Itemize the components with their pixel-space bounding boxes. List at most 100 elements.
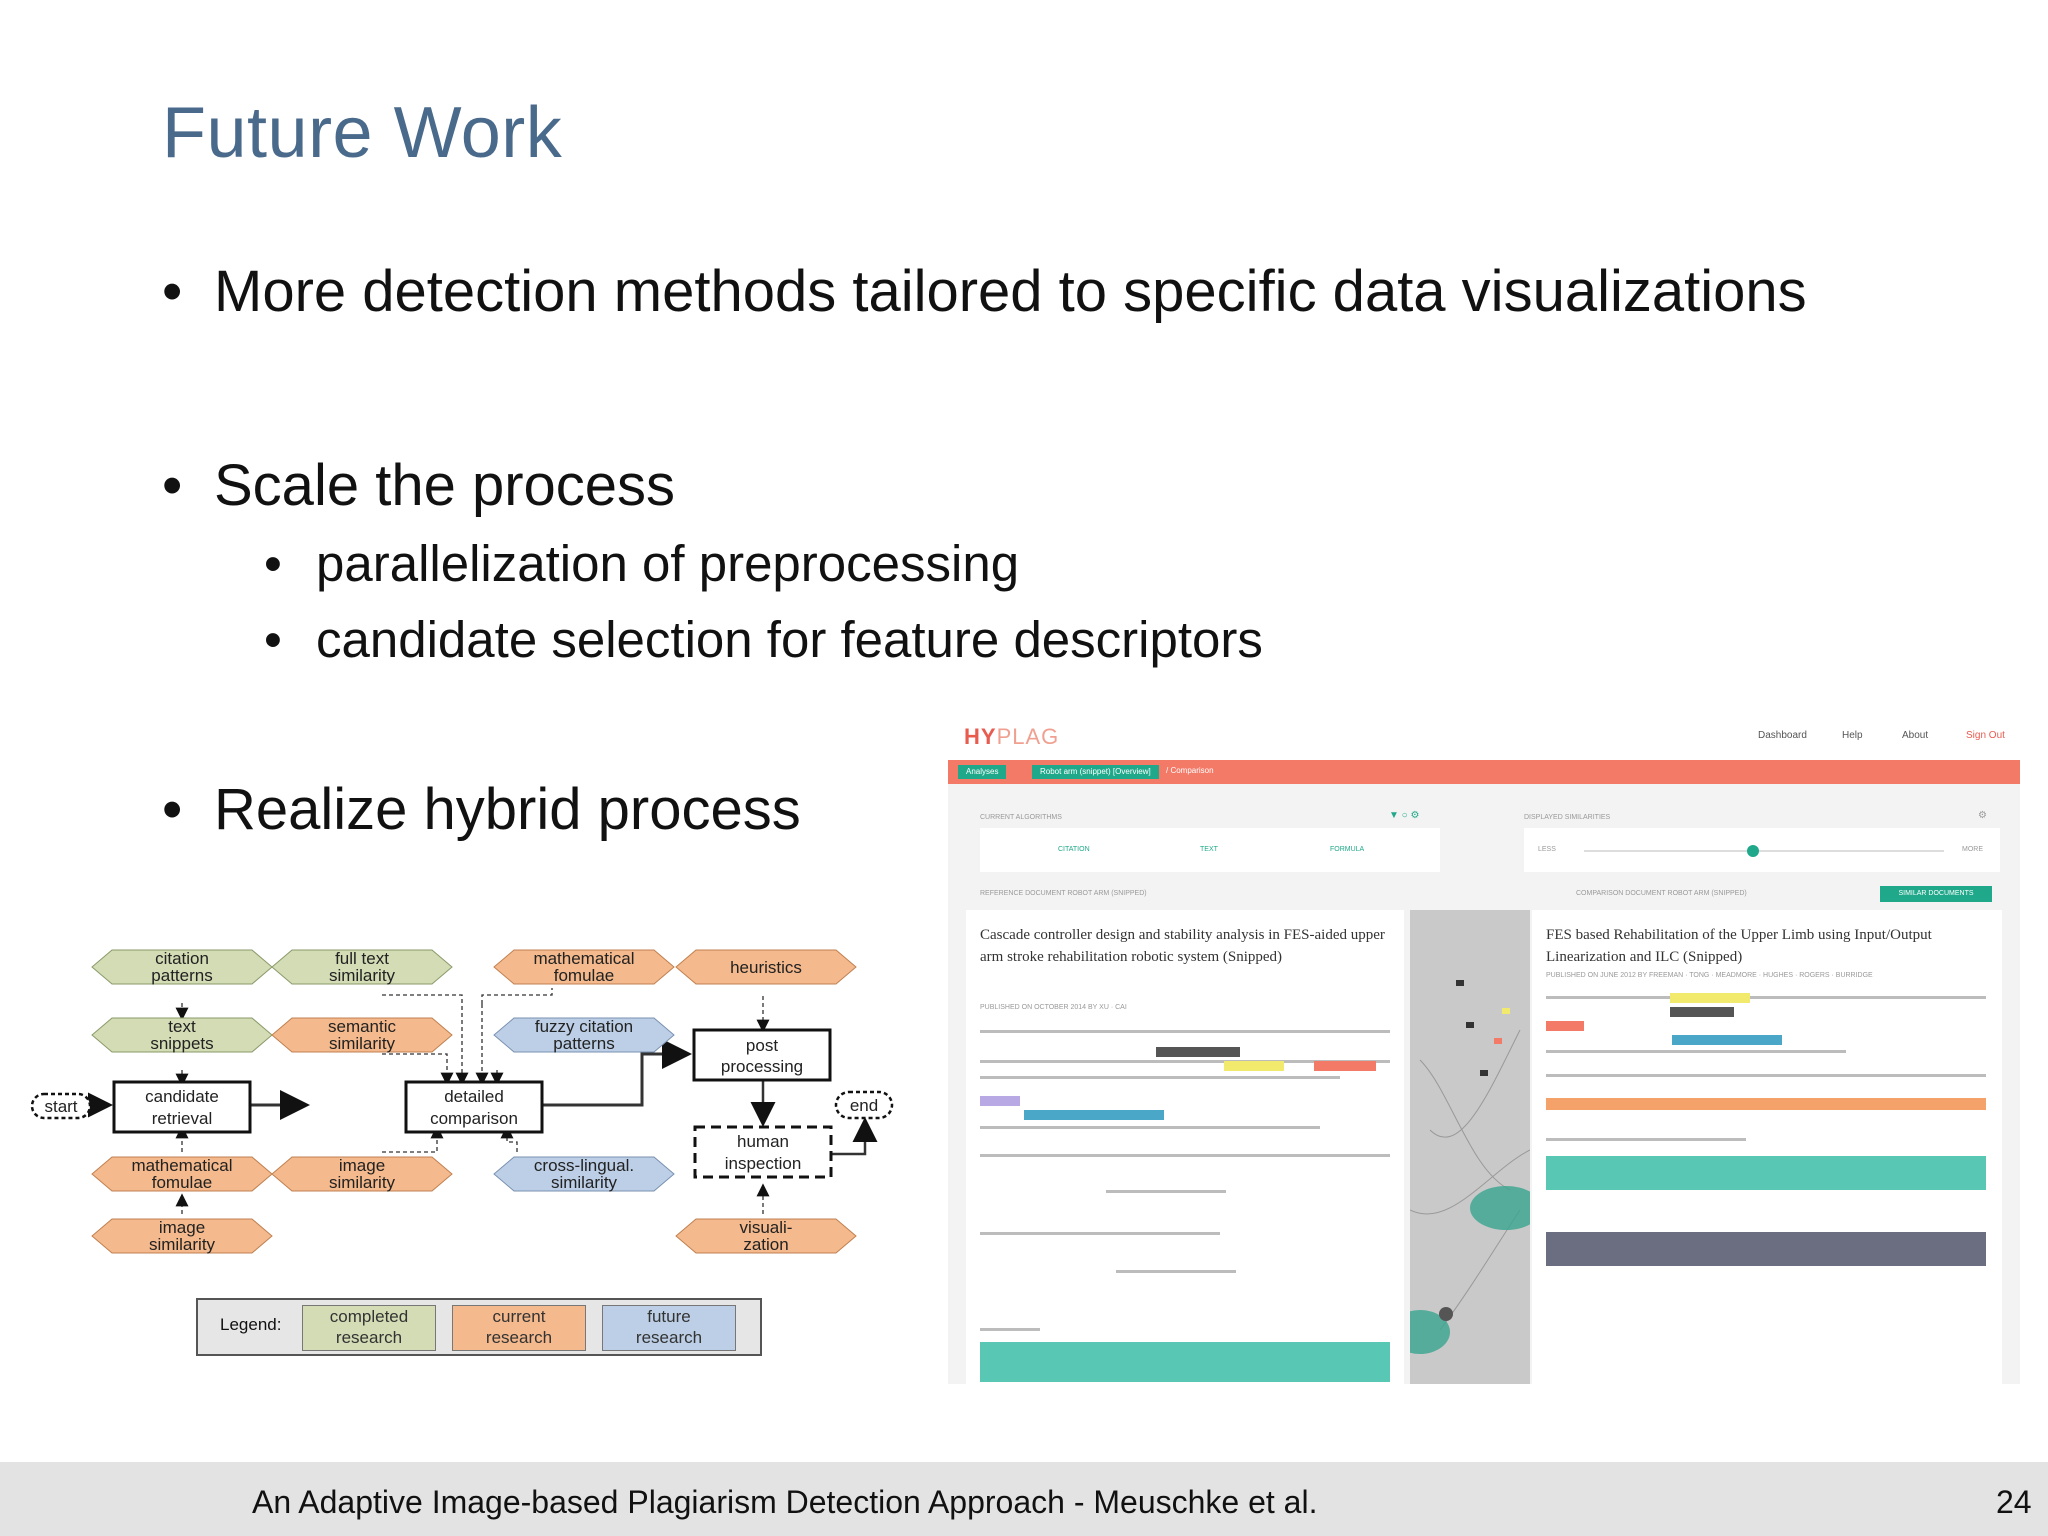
reference-document-title: Cascade controller design and stability … — [980, 927, 1385, 965]
svg-text:cross-lingual.: cross-lingual. — [534, 1156, 634, 1175]
highlight-formula — [1670, 1007, 1734, 1017]
node-detailed-comparison: detailed comparison — [404, 1080, 544, 1134]
highlight-text — [1670, 993, 1750, 1003]
similar-documents-button[interactable]: SIMILAR DOCUMENTS — [1880, 886, 1992, 902]
sub-bullet-parallelization: •parallelization of preprocessing — [264, 534, 1019, 593]
node-mathematical-fomulae-bottom: mathematical fomulae — [91, 1156, 273, 1192]
node-candidate-retrieval: candidate retrieval — [112, 1080, 252, 1134]
svg-text:citation: citation — [155, 949, 209, 968]
settings-icon[interactable]: ⚙ — [1978, 810, 1987, 821]
node-cross-lingual-similarity: cross-lingual. similarity — [493, 1156, 675, 1192]
node-full-text-similarity: full text similarity — [271, 949, 453, 985]
formula-block-teal — [1546, 1156, 1986, 1190]
reference-document-label: REFERENCE DOCUMENT ROBOT ARM (SNIPPED) — [980, 890, 1147, 897]
highlight-text — [1224, 1061, 1284, 1071]
highlight-citation — [1546, 1021, 1584, 1031]
svg-text:visuali-: visuali- — [740, 1218, 793, 1237]
svg-text:processing: processing — [721, 1057, 803, 1076]
svg-text:retrieval: retrieval — [152, 1109, 212, 1128]
svg-text:human: human — [737, 1132, 789, 1151]
hyplag-logo: HYPLAG — [964, 724, 1060, 749]
svg-text:similarity: similarity — [329, 966, 396, 985]
svg-text:detailed: detailed — [444, 1087, 504, 1106]
svg-text:full text: full text — [335, 949, 389, 968]
comparison-document-title: FES based Rehabilitation of the Upper Li… — [1546, 927, 1932, 965]
sub-bullet-candidate-selection: •candidate selection for feature descrip… — [264, 610, 1263, 669]
similarity-slider-card: LESS MORE — [1524, 828, 2000, 872]
similarity-slider-track[interactable] — [1584, 850, 1944, 852]
crumb-comparison: / Comparison — [1166, 766, 1214, 775]
bullet-text: More detection methods tailored to speci… — [214, 259, 1807, 324]
nav-dashboard[interactable]: Dashboard — [1758, 730, 1807, 741]
highlight-semantic — [980, 1096, 1020, 1106]
legend-future: future research — [602, 1305, 736, 1351]
svg-text:start: start — [44, 1097, 77, 1116]
node-citation-patterns: citation patterns — [91, 949, 273, 985]
node-image-similarity-low: image similarity — [91, 1218, 273, 1254]
svg-text:fomulae: fomulae — [554, 966, 614, 985]
svg-text:post: post — [746, 1036, 778, 1055]
svg-text:zation: zation — [743, 1235, 788, 1254]
svg-text:patterns: patterns — [151, 966, 212, 985]
algorithm-citation[interactable]: CITATION — [1058, 846, 1090, 853]
node-fuzzy-citation-patterns: fuzzy citation patterns — [493, 1017, 675, 1053]
svg-text:text: text — [168, 1017, 196, 1036]
svg-text:similarity: similarity — [329, 1173, 396, 1192]
crumb-overview[interactable]: Robot arm (snippet) [Overview] — [1032, 765, 1159, 779]
hyplag-header: HYPLAG Dashboard Help About Sign Out — [948, 712, 2020, 760]
breadcrumb-bar: Analyses Robot arm (snippet) [Overview] … — [948, 760, 2020, 784]
comparison-document-meta: PUBLISHED ON JUNE 2012 BY FREEMAN · TONG… — [1546, 972, 1873, 979]
bullet-marker: • — [264, 611, 282, 668]
highlight-formula — [1156, 1047, 1240, 1057]
bullet-scale-process: •Scale the process — [162, 452, 675, 519]
node-end: end — [834, 1090, 894, 1120]
svg-text:heuristics: heuristics — [730, 958, 802, 977]
nav-sign-out[interactable]: Sign Out — [1966, 730, 2005, 741]
legend-label: Legend: — [220, 1315, 282, 1334]
bullet-marker: • — [264, 535, 282, 592]
svg-text:fuzzy citation: fuzzy citation — [535, 1017, 633, 1036]
comparison-document: FES based Rehabilitation of the Upper Li… — [1532, 910, 2002, 1384]
nav-help[interactable]: Help — [1842, 730, 1863, 741]
footer-citation: An Adaptive Image-based Plagiarism Detec… — [252, 1484, 1318, 1520]
svg-text:end: end — [850, 1096, 878, 1115]
bullet-detection-methods: • More detection methods tailored to spec… — [162, 258, 1807, 325]
svg-text:comparison: comparison — [430, 1109, 518, 1128]
svg-text:inspection: inspection — [725, 1154, 802, 1173]
svg-text:mathematical: mathematical — [131, 1156, 232, 1175]
reference-document: Cascade controller design and stability … — [966, 910, 1404, 1384]
nav-about[interactable]: About — [1902, 730, 1929, 741]
bullet-marker: • — [162, 259, 183, 324]
svg-text:semantic: semantic — [328, 1017, 397, 1036]
highlight-subsystems — [1024, 1110, 1164, 1120]
legend-completed: completed research — [302, 1305, 436, 1351]
similarity-connectors — [1390, 980, 1542, 1354]
svg-text:candidate: candidate — [145, 1087, 219, 1106]
similarity-slider-handle[interactable] — [1747, 845, 1759, 857]
filter-icon[interactable]: ▼ ○ ⚙ — [1389, 810, 1420, 821]
highlight-subsystems — [1672, 1035, 1782, 1045]
bullet-text: Scale the process — [214, 453, 676, 518]
current-algorithms-label: CURRENT ALGORITHMS — [980, 814, 1062, 821]
slider-more-label: MORE — [1962, 846, 1983, 853]
node-heuristics: heuristics — [675, 949, 857, 985]
displayed-similarities-label: DISPLAYED SIMILARITIES — [1524, 814, 1611, 821]
node-semantic-similarity: semantic similarity — [271, 1017, 453, 1053]
formula-block-highlight — [980, 1342, 1390, 1382]
node-mathematical-fomulae-top: mathematical fomulae — [493, 949, 675, 985]
algorithm-text[interactable]: TEXT — [1200, 846, 1218, 853]
slider-less-label: LESS — [1538, 846, 1556, 853]
svg-text:snippets: snippets — [150, 1034, 213, 1053]
bullet-marker: • — [162, 777, 183, 842]
diagram-legend: Legend: completed research current resea… — [196, 1298, 762, 1356]
page-number: 24 — [1996, 1484, 2032, 1520]
crumb-analyses[interactable]: Analyses — [958, 765, 1007, 779]
formula-block-gray — [1546, 1232, 1986, 1266]
algorithm-formula[interactable]: FORMULA — [1330, 846, 1365, 853]
slide-footer: An Adaptive Image-based Plagiarism Detec… — [0, 1462, 2048, 1536]
svg-text:image: image — [339, 1156, 385, 1175]
svg-text:similarity: similarity — [551, 1173, 618, 1192]
reference-document-meta: PUBLISHED ON OCTOBER 2014 BY XU · CAI — [980, 1004, 1127, 1011]
svg-text:patterns: patterns — [553, 1034, 614, 1053]
comparison-document-label: COMPARISON DOCUMENT ROBOT ARM (SNIPPED) — [1576, 890, 1747, 897]
